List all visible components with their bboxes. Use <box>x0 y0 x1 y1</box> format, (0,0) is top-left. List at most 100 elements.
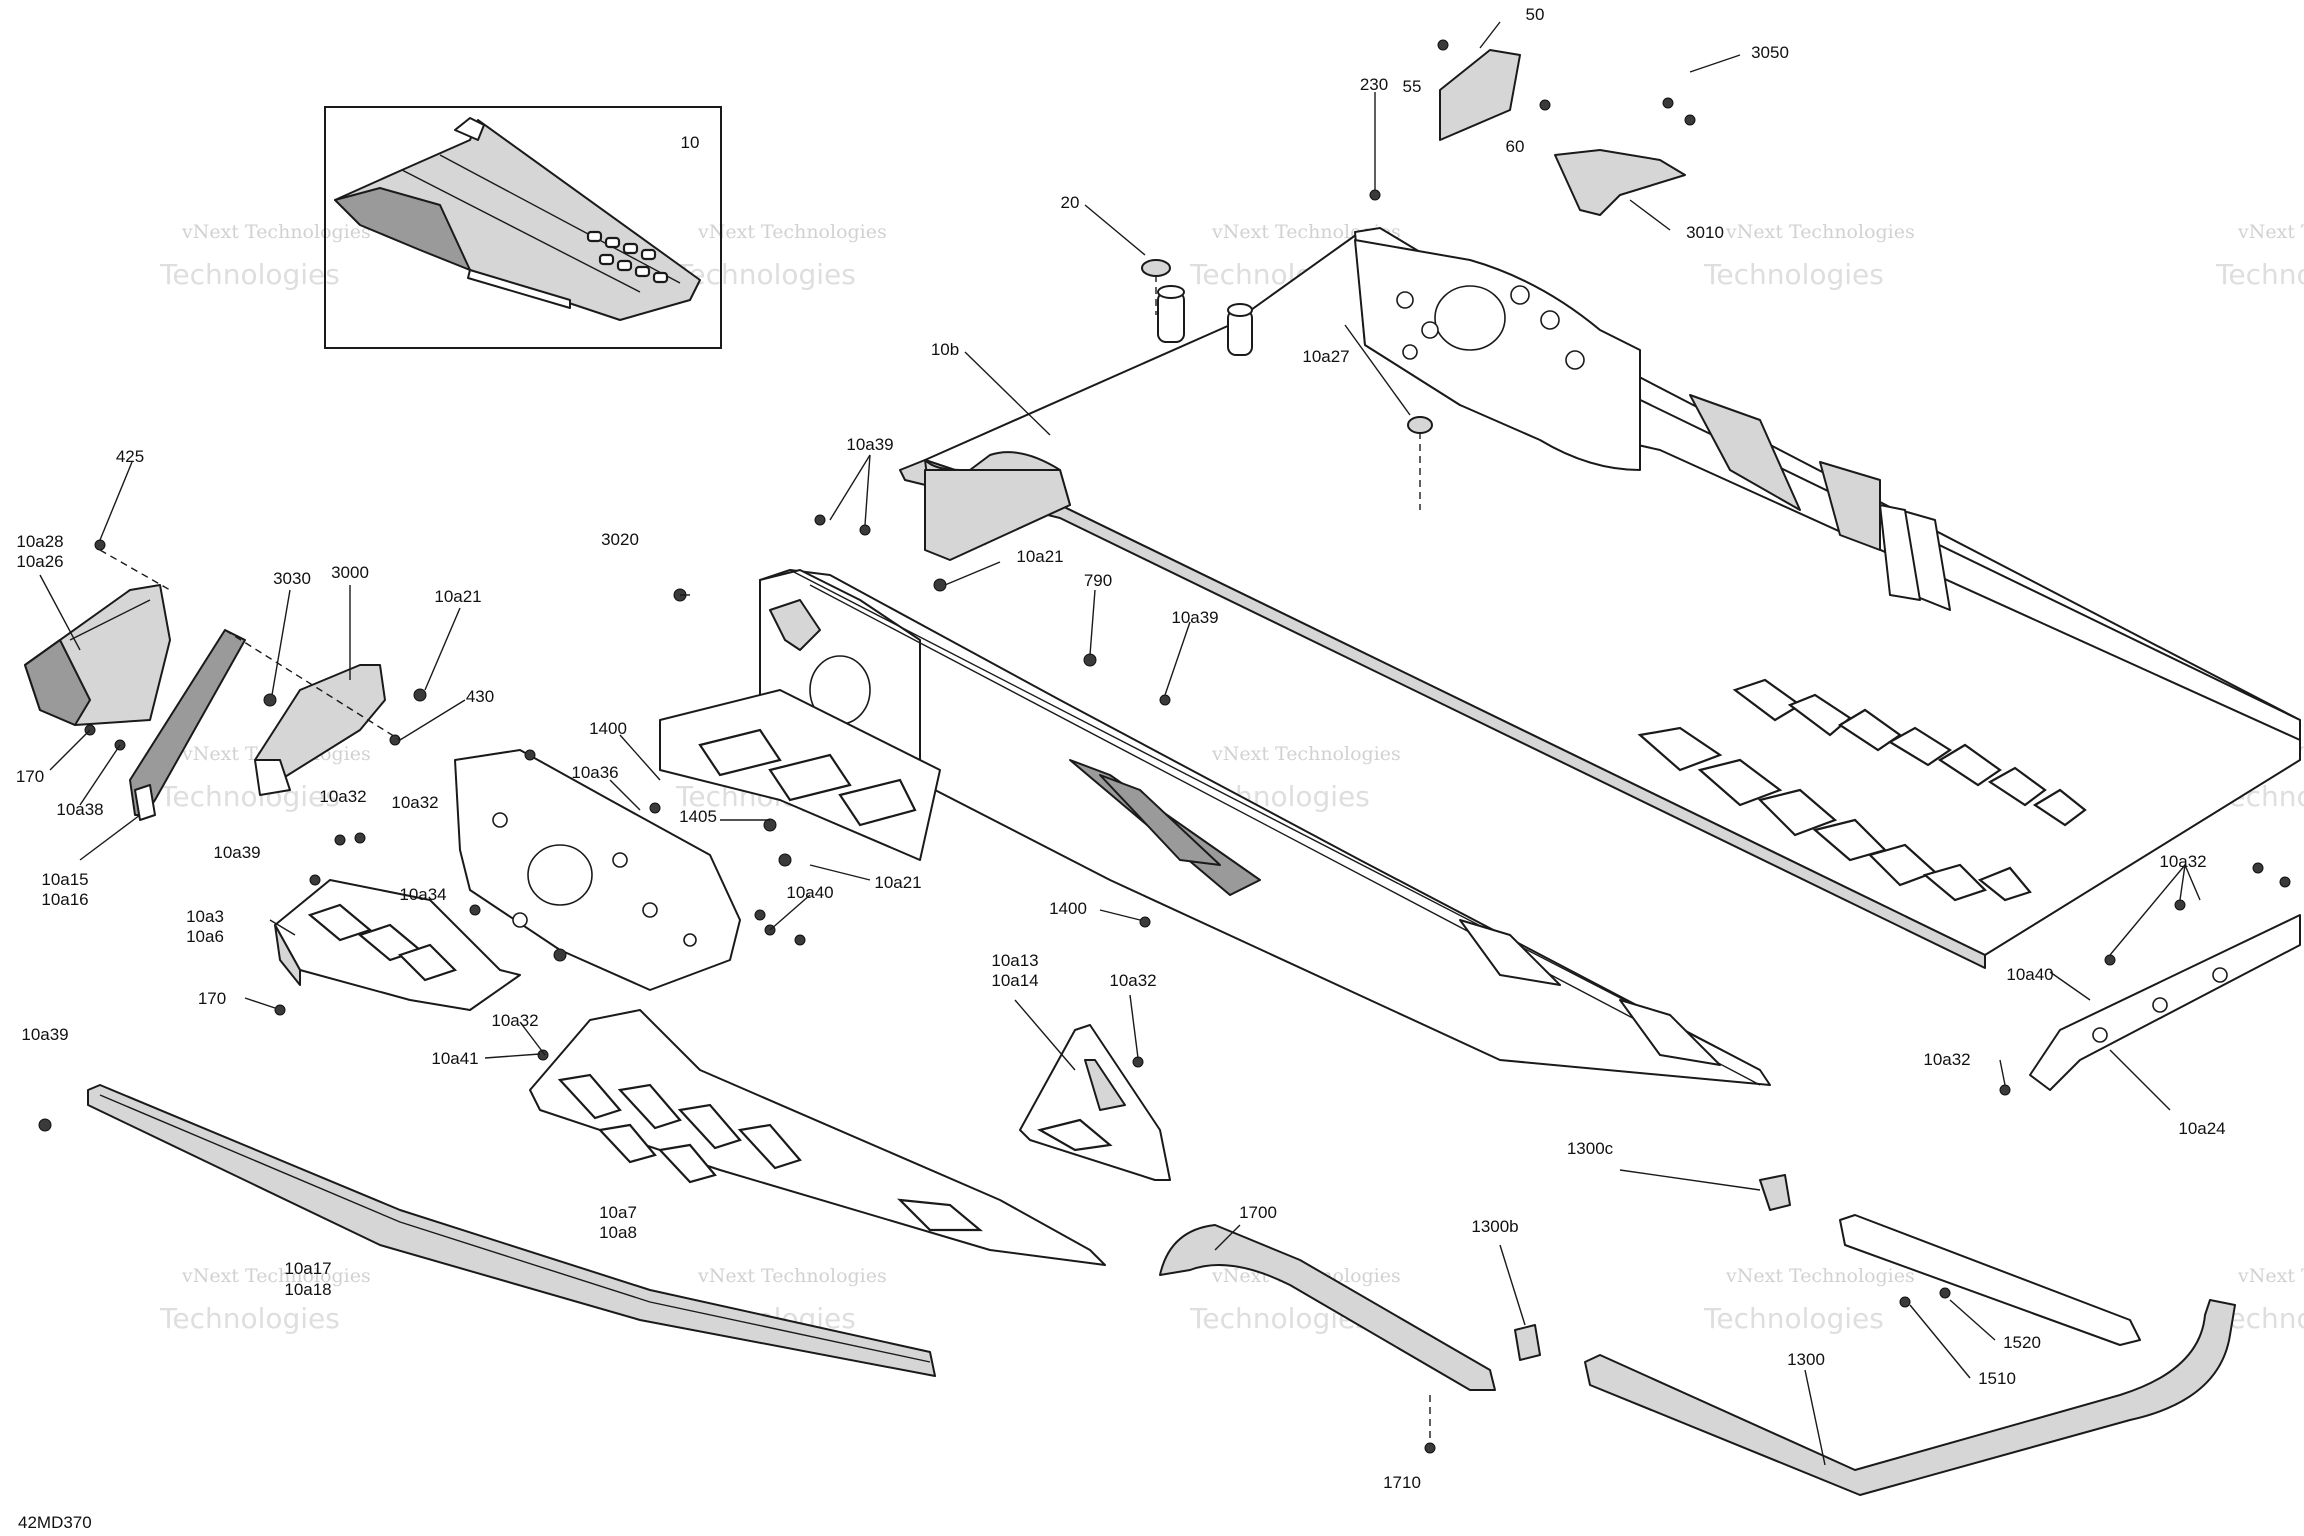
flange-slot <box>557 1073 622 1120</box>
bolt-icon <box>1424 1442 1436 1454</box>
inset-tunnel-ridge <box>439 154 681 284</box>
callout-10a36: 10a36 <box>571 763 618 782</box>
right-wall-plate <box>1354 239 1641 471</box>
callout-1700: 1700 <box>1239 1203 1277 1222</box>
callout-10a39: 10a39 <box>846 435 893 454</box>
hole <box>642 902 658 918</box>
callout-50: 50 <box>1526 5 1545 24</box>
bolt-icon <box>1899 1296 1911 1308</box>
left-wall-vent <box>1619 999 1721 1066</box>
part-10a17-runner <box>38 1084 936 1377</box>
post-top <box>1157 285 1185 299</box>
hole <box>512 912 528 928</box>
left-wall-cutout <box>769 599 821 651</box>
leader-lines <box>39 21 2201 1466</box>
callout-790: 790 <box>1084 571 1112 590</box>
flange-slot <box>737 1123 802 1170</box>
tunnel-post <box>1157 291 1185 343</box>
part-10a34-side-plate <box>454 749 741 991</box>
callout-10a14: 10a14 <box>991 971 1038 990</box>
nut-icon <box>389 734 401 746</box>
nut-icon <box>413 688 427 702</box>
plate-slot <box>307 903 373 942</box>
hole <box>1421 321 1439 339</box>
callout-labels: 50 3050 230 55 60 3010 20 10b 10a27 425 … <box>16 5 2226 1532</box>
hole <box>1565 350 1585 370</box>
inset-tunnel-ridge <box>401 169 641 293</box>
nut-icon <box>763 818 777 832</box>
bolt-icon <box>1139 916 1151 928</box>
rear-bracket <box>1879 504 1921 601</box>
hole <box>683 933 697 947</box>
callout-10a32: 10a32 <box>1923 1050 1970 1069</box>
nut-icon <box>794 934 806 946</box>
callout-20: 20 <box>1061 193 1080 212</box>
callout-230: 230 <box>1360 75 1388 94</box>
callout-10a17: 10a17 <box>284 1259 331 1278</box>
callout-10a13: 10a13 <box>991 951 1038 970</box>
top-right-parts <box>673 39 1696 928</box>
callout-10a40: 10a40 <box>2006 965 2053 984</box>
flange-slot <box>698 728 782 777</box>
gusset-body <box>1019 1024 1171 1181</box>
watermark-text: vNext Technologies <box>2237 1265 2304 1287</box>
bolt-icon <box>274 1004 286 1016</box>
bolt-icon <box>649 802 661 814</box>
part-1300b-clip <box>1514 1324 1541 1361</box>
callout-10a18: 10a18 <box>284 1280 331 1299</box>
inset-assembly-view: 10 <box>324 106 722 349</box>
right-wall-large-hole <box>1434 285 1506 351</box>
bumper-tube <box>1584 1299 2236 1496</box>
callout-10a32: 10a32 <box>319 787 366 806</box>
inset-vent-slots <box>586 230 669 284</box>
flange-slot <box>617 1083 682 1130</box>
bolt-icon <box>1132 1056 1144 1068</box>
gusset-cutout <box>1084 1059 1126 1111</box>
part-10a3-edge <box>274 924 301 986</box>
callout-10a32: 10a32 <box>391 793 438 812</box>
callout-1400: 1400 <box>589 719 627 738</box>
part-10a28-bracket-face <box>24 639 91 726</box>
side-plate-large-hole <box>527 844 593 906</box>
flange-slot <box>657 1143 717 1184</box>
part-10a7-flange <box>529 1009 1106 1266</box>
left-wall-top-rib <box>809 584 1761 1086</box>
callout-10a40: 10a40 <box>786 883 833 902</box>
callout-10a8: 10a8 <box>599 1223 637 1242</box>
callout-3000: 3000 <box>331 563 369 582</box>
watermark-text: vNext Technologies <box>2237 221 2304 243</box>
watermark-text: Technologies <box>159 1302 340 1335</box>
bolt-icon <box>1999 1084 2011 1096</box>
callout-10a21: 10a21 <box>1016 547 1063 566</box>
watermark-text: Technologies <box>159 780 340 813</box>
bracket-ribs <box>69 599 151 641</box>
callout-10a7: 10a7 <box>599 1203 637 1222</box>
bolt-icon <box>38 1118 52 1132</box>
callout-10a26: 10a26 <box>16 552 63 571</box>
main-tunnel-assembly <box>659 227 2301 1086</box>
watermark-text: Technologies <box>675 258 856 291</box>
callout-10a39: 10a39 <box>1171 608 1218 627</box>
callout-170: 170 <box>198 989 226 1008</box>
part-3010-bracket <box>1554 149 1686 216</box>
assembly-line <box>224 629 401 741</box>
callout-425: 425 <box>116 447 144 466</box>
callout-3050: 3050 <box>1751 43 1789 62</box>
inset-tunnel-bracket <box>454 117 485 141</box>
callout-10a39: 10a39 <box>213 843 260 862</box>
hole <box>2152 997 2168 1013</box>
bolt-icon <box>1684 114 1696 126</box>
right-wall-vent <box>1819 461 1881 551</box>
callout-10a39: 10a39 <box>21 1025 68 1044</box>
watermark-text: Technologies <box>159 258 340 291</box>
watermark-text: vNext Technologies <box>1211 743 1401 765</box>
bolt-icon <box>1437 39 1449 51</box>
bolt-icon <box>354 832 366 844</box>
watermark-text: vNext Technologies <box>697 1265 887 1287</box>
watermark-text: vNext Technologies <box>1725 221 1915 243</box>
nut-icon <box>933 578 947 592</box>
bolt-icon <box>334 834 346 846</box>
callout-3030: 3030 <box>273 569 311 588</box>
guide-body <box>1159 1224 1496 1391</box>
